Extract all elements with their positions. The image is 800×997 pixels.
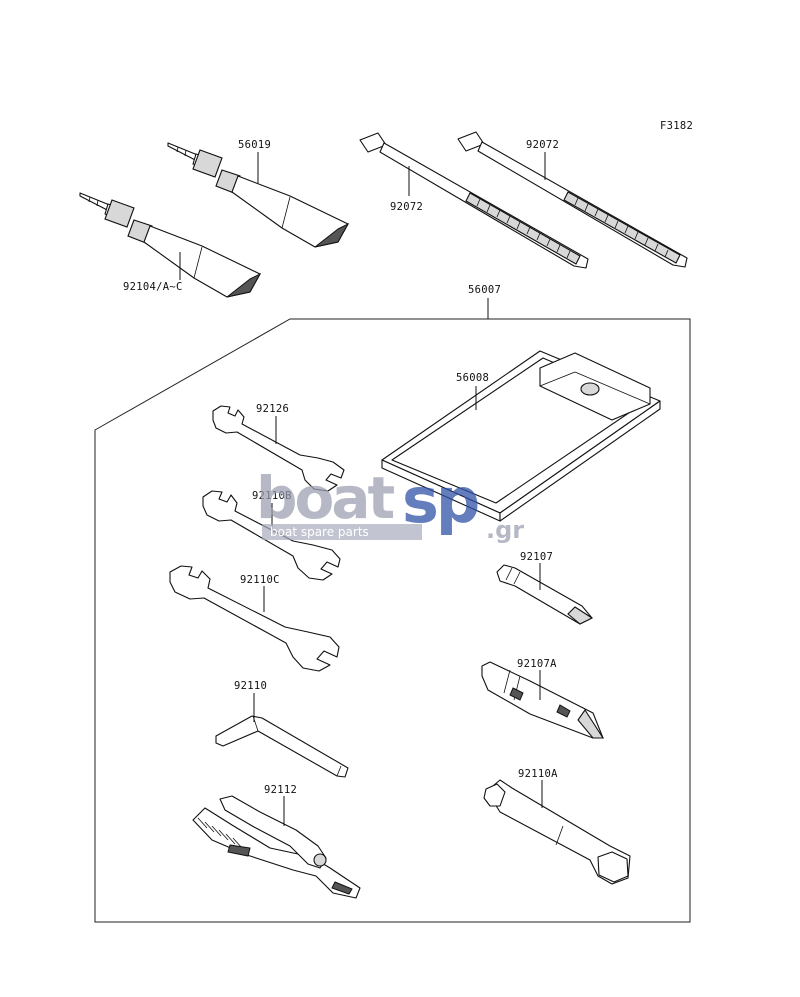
label-92072-left: 92072 [390, 201, 423, 213]
label-92072-right: 92072 [526, 139, 559, 151]
label-92112: 92112 [264, 784, 297, 796]
wrench-92110c[interactable] [169, 565, 340, 672]
screwdriver-92107a[interactable] [481, 661, 605, 739]
label-92110b: 92110B [252, 490, 292, 502]
tool-kit-frame [94, 318, 691, 923]
label-92107: 92107 [520, 551, 553, 563]
sealant-tube-lower[interactable] [79, 192, 262, 298]
label-92126: 92126 [256, 403, 289, 415]
label-92107a: 92107A [517, 658, 557, 670]
plug-wrench-92110a[interactable] [483, 779, 631, 885]
label-92110c: 92110C [240, 574, 280, 586]
label-92110: 92110 [234, 680, 267, 692]
watermark-band [262, 524, 422, 540]
wrench-92126[interactable] [212, 405, 345, 492]
cable-tie-right[interactable] [457, 131, 688, 268]
label-56008: 56008 [456, 372, 489, 384]
cable-tie-left[interactable] [359, 132, 589, 269]
label-56019: 56019 [238, 139, 271, 151]
pliers-92112[interactable] [192, 795, 361, 899]
label-56007: 56007 [468, 284, 501, 296]
tool-bag[interactable] [381, 350, 661, 522]
watermark-tld: .gr [486, 516, 524, 544]
label-92110a: 92110A [518, 768, 558, 780]
label-92104: 92104/A~C [123, 281, 183, 293]
sealant-tube-upper[interactable] [167, 142, 350, 248]
watermark-boat: boat [256, 464, 395, 532]
watermark-tagline: boat spare parts [270, 525, 369, 539]
watermark-logo: boat sp .gr boat spare parts [256, 464, 524, 544]
hex-key-92110[interactable] [215, 715, 349, 778]
screwdriver-92107[interactable] [496, 564, 594, 625]
figure-code: F3182 [660, 120, 693, 132]
